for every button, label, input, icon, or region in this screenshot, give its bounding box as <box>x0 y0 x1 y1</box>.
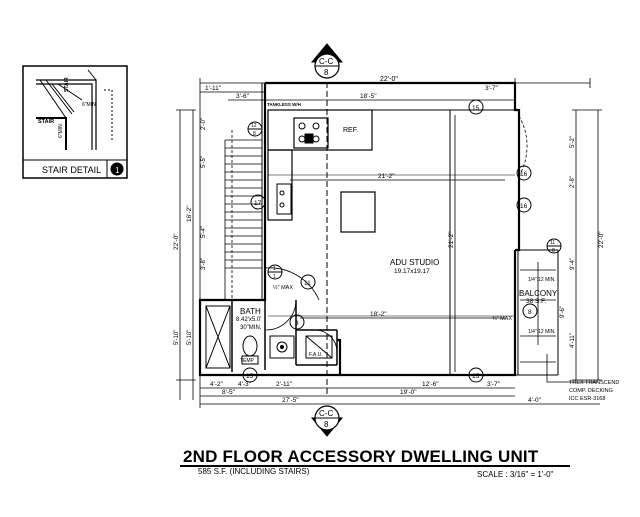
dim-right-overall: 22'-0" <box>598 231 605 248</box>
dimension-lines <box>176 78 602 408</box>
min-30-label: 30"MIN. <box>240 325 262 331</box>
dim-bottom-6: 8'-5" <box>222 389 236 396</box>
dim-top-4: 3'-7" <box>485 85 499 92</box>
stair-detail-dim-a: 6"MIN. <box>82 102 97 108</box>
max-label-a: ½" MAX <box>273 284 293 291</box>
drawing-labels: STAIR DETAIL 1 STAIR STAIR 6"MIN. 6"MIN.… <box>38 57 619 429</box>
note-decking: COMP. DECKING <box>569 388 613 394</box>
dim-left-1: 16'-2" <box>186 205 193 222</box>
stair-detail-label: STAIR DETAIL <box>42 165 101 175</box>
balcony-label: BALCONY <box>519 289 558 298</box>
doors <box>264 115 528 353</box>
dim-right-5: 9'-6" <box>560 306 566 318</box>
detail-bubble-a-top: 12 <box>251 123 257 129</box>
stair-detail-stair-label: STAIR <box>38 119 54 125</box>
stair-detail-dim-b: 6"MIN. <box>58 123 64 138</box>
dim-left-2: 2'-0" <box>201 118 207 130</box>
tankless-label: TANKLESS W/H <box>267 102 301 107</box>
stair-detail-number: 1 <box>115 166 120 175</box>
dim-left-3: 5'-5" <box>201 156 207 168</box>
stair-detail-stair-top: STAIR <box>64 77 70 92</box>
note-icc: ICC ESR-3168 <box>569 396 605 402</box>
keynote-tags <box>242 99 562 383</box>
dim-left-4: 5'-4" <box>201 226 207 238</box>
studio-label: ADU STUDIO <box>390 258 439 267</box>
tag-15-top: 15 <box>472 105 480 112</box>
interior-walls <box>203 109 515 375</box>
detail-bubble-a-bottom: 8 <box>253 131 256 137</box>
dim-bottom-1: 4'-2" <box>210 381 224 388</box>
ref-label: REF. <box>343 127 358 134</box>
dim-interior-width-lower: 18'-2" <box>370 311 387 318</box>
max-label-b: ¾" MAX <box>492 316 512 322</box>
dim-left-5: 3'-8" <box>201 258 207 270</box>
temp-label: TEMP <box>240 358 255 364</box>
section-marker-bottom <box>310 405 344 437</box>
balcony-area: 38 S.F. <box>526 298 546 305</box>
dim-right-4: 4'-11" <box>570 333 576 348</box>
balcony-slope-a: 1/4":12 MIN. <box>528 277 556 283</box>
dim-top-3: 18'-5" <box>360 93 377 100</box>
note-trex: TREX TRANSCEND <box>569 380 619 386</box>
tag-8: 8 <box>528 309 532 316</box>
dim-bottom-8: 27'-5" <box>282 397 299 404</box>
dim-right-1: 5'-2" <box>570 136 576 148</box>
detail-bubble-c-bottom: 8 <box>552 248 555 254</box>
detail-bubble-b-bottom: 1 <box>273 274 276 280</box>
dim-top-2: 3'-6" <box>236 93 250 100</box>
dim-right-3: 9'-4" <box>570 258 576 270</box>
dim-top-overall: 22'-0" <box>380 76 398 83</box>
dim-left-6: 5'-10" <box>187 330 193 345</box>
tag-11: 11 <box>304 280 311 287</box>
bath-label: BATH <box>240 307 261 316</box>
dim-bottom-9: 4'-0" <box>528 397 542 404</box>
balcony-slope-b: 1/4":12 MIN. <box>528 329 556 335</box>
section-marker-top-label: C-C <box>319 57 333 66</box>
page-subtitle: 585 S.F. (INCLUDING STAIRS) <box>198 467 310 476</box>
scale-label: SCALE : 3/16" = 1'-0" <box>477 470 554 479</box>
bath-fixtures <box>205 305 333 369</box>
tag-16-upper: 16 <box>520 171 528 178</box>
dim-left-overall: 22'-0" <box>173 233 180 250</box>
dim-interior-height: 21'-2" <box>448 231 455 248</box>
dim-bottom-2: 4'-3" <box>238 381 252 388</box>
tag-17: 17 <box>254 200 262 207</box>
dim-bottom-5: 3'-7" <box>487 381 501 388</box>
dim-bottom-4: 12'-6" <box>422 381 439 388</box>
dim-bottom-3: 2'-11" <box>276 381 293 388</box>
dim-bottom-7: 19'-0" <box>400 389 417 396</box>
section-marker-bottom-sheet: 8 <box>324 420 329 429</box>
stair-detail <box>22 65 128 179</box>
section-marker-bottom-label: C-C <box>319 409 333 418</box>
tag-15-bottom: 15 <box>472 373 480 380</box>
tag-15-bath: 15 <box>246 373 254 380</box>
dim-left-7: 5'-10" <box>174 330 180 345</box>
title-underline <box>180 465 570 467</box>
tag-3: 3 <box>295 320 299 327</box>
dim-right-2: 2'-8" <box>570 176 576 188</box>
tag-16-lower: 16 <box>520 203 528 210</box>
detail-bubble-b-top: 1 <box>273 266 276 272</box>
section-marker-top-sheet: 8 <box>324 68 329 77</box>
fau-label: F.A.U. <box>309 352 323 358</box>
bath-size: 8.42'x5.0' <box>236 317 261 323</box>
stairs <box>224 130 262 300</box>
studio-size: 19.17x19.17 <box>394 268 430 275</box>
dim-top-1: 1'-11" <box>205 85 222 92</box>
dim-interior-width-upper: 21'-2" <box>378 173 395 180</box>
page-title: 2ND FLOOR ACCESSORY DWELLING UNIT <box>183 447 539 466</box>
kitchen-counter <box>267 109 376 233</box>
balcony-details <box>520 262 598 383</box>
section-marker-top <box>310 43 344 79</box>
detail-bubble-c-top: 11 <box>550 240 555 246</box>
